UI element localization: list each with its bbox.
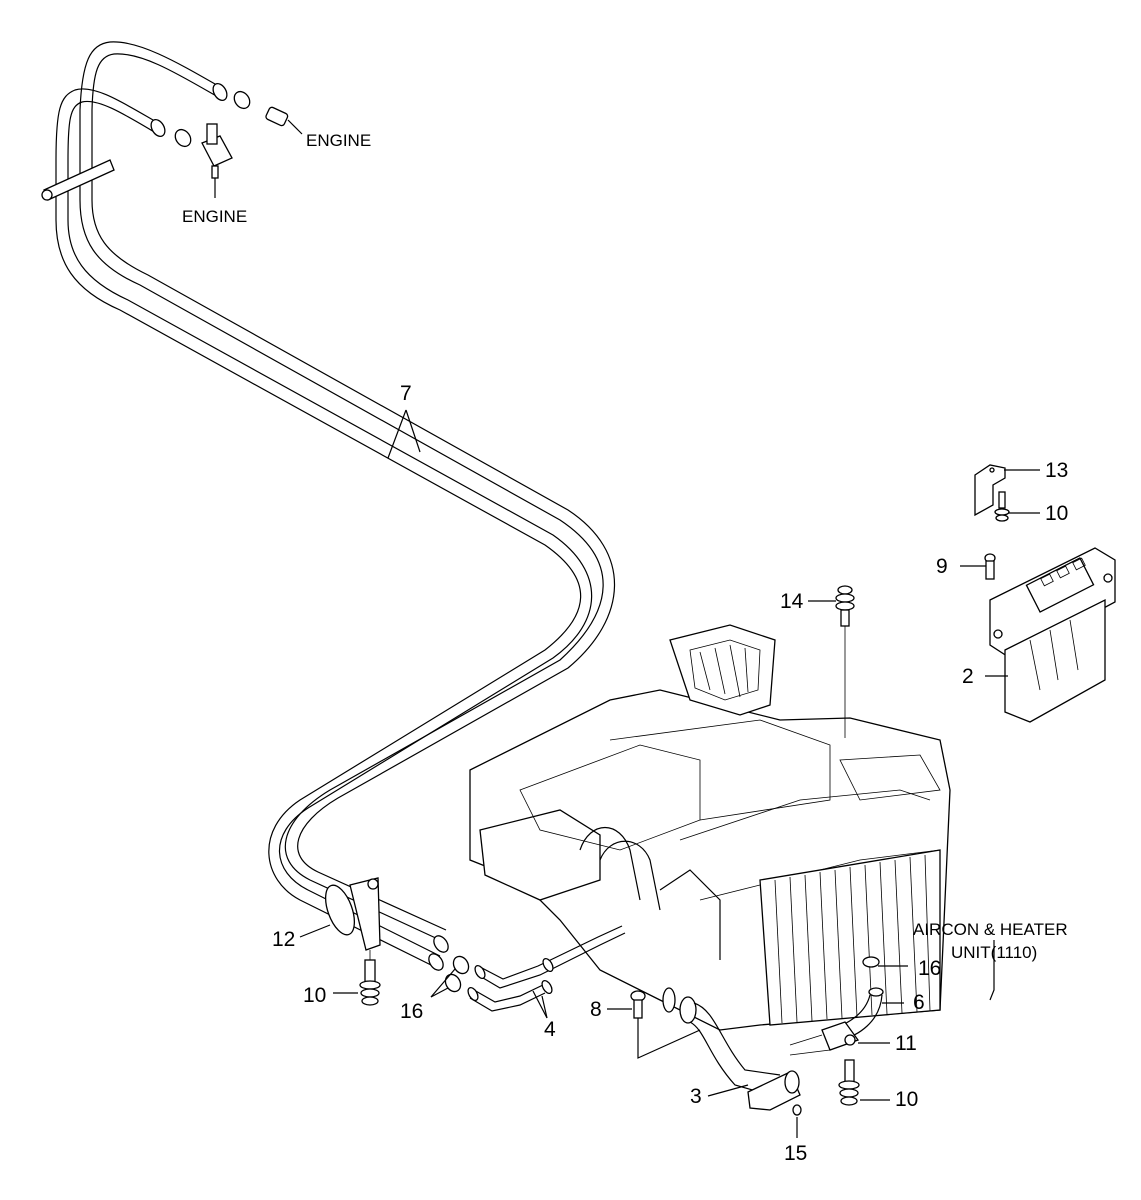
callout-12: 12 [272, 928, 295, 951]
part-10-bolt-left [359, 950, 381, 1006]
part-13-bracket [974, 464, 1006, 517]
callout-10-upper: 10 [1045, 502, 1068, 525]
callout-13: 13 [1045, 459, 1068, 482]
callout-10-right: 10 [895, 1088, 918, 1111]
callout-10-left: 10 [303, 984, 326, 1007]
callout-8: 8 [590, 998, 602, 1021]
callout-9: 9 [936, 555, 948, 578]
leader-lines [299, 409, 1040, 1138]
part-12-bracket [324, 877, 381, 951]
callout-14: 14 [780, 590, 804, 613]
part-4-hoses [467, 925, 626, 1012]
part-3-pipe [662, 987, 802, 1116]
callout-4: 4 [544, 1018, 556, 1041]
svg-text:ENGINE: ENGINE [182, 207, 247, 226]
part-16-clamps [444, 955, 880, 993]
callout-2: 2 [962, 665, 974, 688]
callout-16-right: 16 [918, 957, 941, 980]
callout-11: 11 [895, 1032, 917, 1055]
svg-text:UNIT(1110): UNIT(1110) [951, 943, 1037, 962]
svg-text:ENGINE: ENGINE [306, 131, 371, 150]
part-11-clamp [789, 1021, 860, 1056]
heater-hose-assembly [41, 41, 615, 971]
svg-text:AIRCON & HEATER: AIRCON & HEATER [913, 920, 1068, 939]
engine-label-lower: ENGINE [182, 207, 247, 226]
control-panel [989, 547, 1116, 723]
part-14-bolt [835, 585, 855, 738]
part-10-bolt-right [838, 1059, 860, 1106]
callout-6: 6 [913, 991, 925, 1014]
unit-label: AIRCON & HEATER UNIT(1110) [913, 920, 1068, 962]
callout-7: 7 [400, 382, 412, 405]
engine-fittings [174, 90, 303, 198]
part-10-bolt-upper [994, 491, 1010, 522]
engine-label-upper: ENGINE [306, 131, 371, 150]
part-8-screw [630, 990, 646, 1019]
callout-15: 15 [784, 1142, 807, 1165]
callout-3: 3 [690, 1085, 702, 1108]
callout-16-left: 16 [400, 1000, 423, 1023]
aircon-heater-unit [469, 624, 951, 1031]
part-9-screw [984, 553, 996, 580]
